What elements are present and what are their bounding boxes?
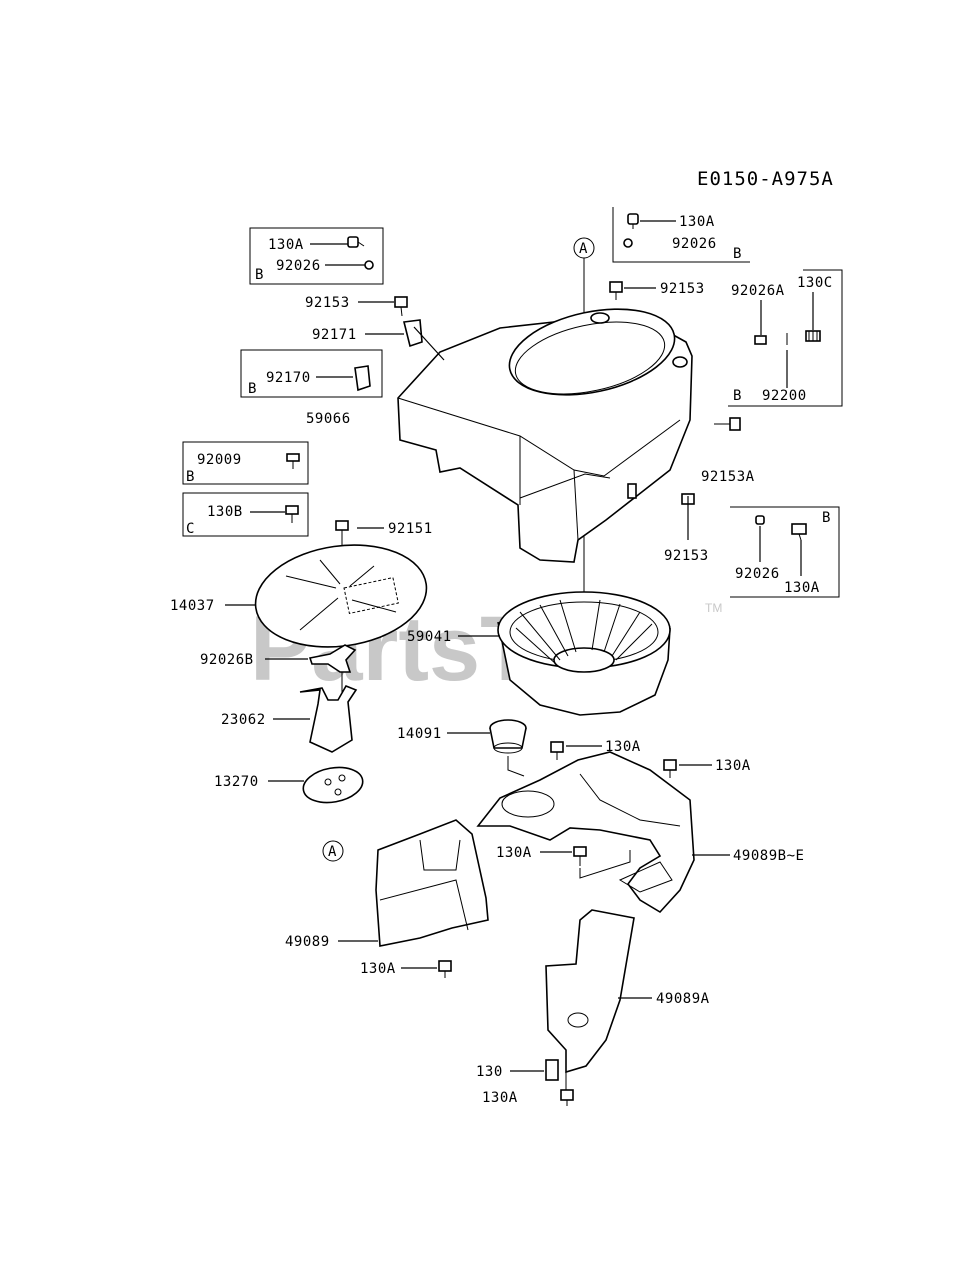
plate-92026b bbox=[308, 644, 357, 673]
screw-icon bbox=[805, 330, 821, 342]
screw-92153-top bbox=[609, 281, 623, 300]
bolt-130a-3 bbox=[573, 846, 587, 866]
clip-icon bbox=[754, 335, 767, 345]
label-23062: 23062 bbox=[221, 712, 266, 728]
bolt-icon bbox=[286, 453, 300, 469]
callout-a-top: A bbox=[573, 237, 595, 259]
guide-line bbox=[507, 756, 525, 777]
kit-right-mid-l2: 130C bbox=[797, 275, 833, 291]
kit-top-left-tag: B bbox=[255, 267, 264, 283]
label-92026b: 92026B bbox=[200, 652, 254, 668]
washer-icon bbox=[755, 515, 765, 525]
kit-right-mid-l3: 92200 bbox=[762, 388, 807, 404]
kit-92170-part: 92170 bbox=[266, 370, 311, 386]
bolt-icon bbox=[627, 213, 639, 229]
label-92151: 92151 bbox=[388, 521, 433, 537]
housing-tab bbox=[627, 483, 637, 499]
svg-text:A: A bbox=[328, 844, 337, 860]
label-92153-b: 92153 bbox=[660, 281, 705, 297]
label-49089a: 49089A bbox=[656, 991, 710, 1007]
kit-box-top-left: 130A 92026 B bbox=[249, 227, 384, 285]
label-13270: 13270 bbox=[214, 774, 259, 790]
kit-right-mid-tag: B bbox=[733, 388, 742, 404]
label-92153-a: 92153 bbox=[305, 295, 350, 311]
kit-box-right-mid: 92026A 130C B 92200 bbox=[728, 269, 843, 407]
svg-text:A: A bbox=[579, 241, 588, 257]
baffle-49089be bbox=[476, 751, 695, 914]
bolt-icon bbox=[347, 236, 365, 248]
label-49089be: 49089B~E bbox=[733, 848, 804, 864]
shroud-49089a bbox=[545, 909, 635, 1090]
screw-92153a bbox=[714, 417, 741, 431]
diagram-code: E0150-A975A bbox=[697, 168, 834, 190]
bolt-icon bbox=[285, 505, 299, 523]
bolt-130a-4 bbox=[438, 960, 452, 978]
label-14091: 14091 bbox=[397, 726, 442, 742]
screw-92153-left bbox=[394, 296, 408, 317]
screw-92151 bbox=[335, 520, 349, 540]
clamp-icon bbox=[354, 365, 371, 392]
kit-top-right-tag: B bbox=[733, 246, 742, 262]
callout-a-bottom: A bbox=[322, 840, 344, 862]
kit-92009-tag: B bbox=[186, 469, 195, 485]
kit-box-92170: 92170 B bbox=[240, 349, 383, 398]
label-130a-4: 130A bbox=[360, 961, 396, 977]
kit-box-92009: 92009 B bbox=[182, 441, 309, 485]
kit-box-130b: 130B C bbox=[182, 492, 309, 537]
label-14037: 14037 bbox=[170, 598, 215, 614]
bolt-130 bbox=[545, 1059, 559, 1081]
washer-icon bbox=[623, 238, 633, 248]
kit-top-left-row2: 92026 bbox=[276, 258, 321, 274]
clip-92171 bbox=[403, 319, 423, 348]
label-130a-2: 130A bbox=[715, 758, 751, 774]
leader-lines bbox=[225, 287, 730, 1072]
plate-13270 bbox=[302, 766, 364, 804]
collar-14091 bbox=[489, 719, 527, 754]
kit-right-lower-p2: 130A bbox=[784, 580, 820, 596]
kit-92009-part: 92009 bbox=[197, 452, 242, 468]
label-59066: 59066 bbox=[306, 411, 351, 427]
cooling-fan bbox=[497, 591, 671, 716]
kit-box-right-lower: B 92026 130A bbox=[730, 506, 840, 598]
label-59041: 59041 bbox=[407, 629, 452, 645]
kit-92170-tag: B bbox=[248, 381, 257, 397]
trademark: TM bbox=[705, 601, 722, 615]
bracket-23062 bbox=[299, 684, 358, 753]
guide-line bbox=[579, 850, 631, 879]
label-130a-3: 130A bbox=[496, 845, 532, 861]
label-130a-5: 130A bbox=[482, 1090, 518, 1106]
kit-box-top-right: 130A 92026 B bbox=[612, 207, 750, 263]
kit-right-mid-l1: 92026A bbox=[731, 283, 785, 299]
washer-icon bbox=[364, 260, 374, 270]
label-92153-c: 92153 bbox=[664, 548, 709, 564]
kit-right-lower-p1: 92026 bbox=[735, 566, 780, 582]
bolt-130a-1 bbox=[550, 741, 564, 760]
bolt-icon bbox=[791, 523, 807, 541]
kit-top-right-row2: 92026 bbox=[672, 236, 717, 252]
rotating-screen bbox=[254, 544, 428, 648]
blower-housing bbox=[397, 308, 693, 563]
kit-top-left-row1: 130A bbox=[268, 237, 304, 253]
label-130: 130 bbox=[476, 1064, 503, 1080]
kit-130b-tag: C bbox=[186, 521, 195, 537]
bolt-130a-5 bbox=[560, 1089, 574, 1106]
bolt-130a-2 bbox=[663, 759, 677, 778]
label-49089: 49089 bbox=[285, 934, 330, 950]
label-92171: 92171 bbox=[312, 327, 357, 343]
shroud-49089 bbox=[375, 819, 489, 947]
kit-top-right-row1: 130A bbox=[679, 214, 715, 230]
label-92153a: 92153A bbox=[701, 469, 755, 485]
label-130a-1: 130A bbox=[605, 739, 641, 755]
kit-130b-part: 130B bbox=[207, 504, 243, 520]
kit-right-lower-tag: B bbox=[822, 510, 831, 526]
